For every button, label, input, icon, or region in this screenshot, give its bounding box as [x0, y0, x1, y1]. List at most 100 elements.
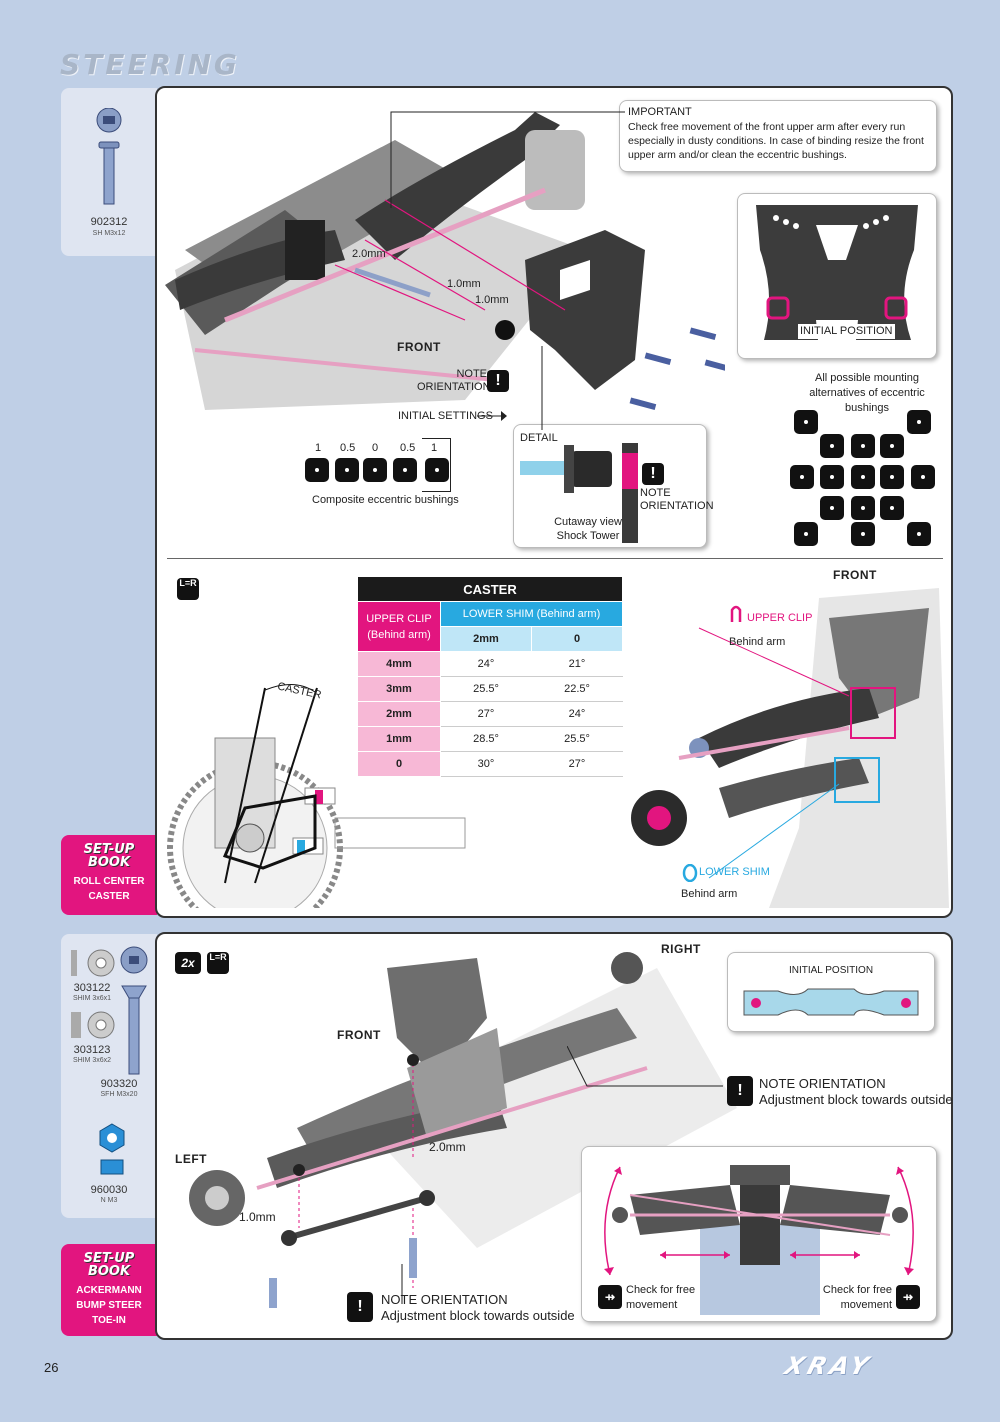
initial-position-label: INITIAL POSITION: [798, 324, 895, 339]
col-header: 0: [531, 626, 623, 652]
dimension-label: 1.0mm: [447, 278, 481, 290]
note-orientation-label: NOTE ORIENTATION: [417, 368, 491, 393]
detail-callout: DETAIL ! NOTE ORIENTATION Cutaway view S…: [513, 424, 714, 548]
shock-tower-plate: [756, 205, 918, 340]
exclamation-icon: !: [727, 1076, 753, 1106]
part-spec: SHIM 3x6x1: [72, 995, 112, 1002]
initial-position-label: INITIAL POSITION: [788, 965, 874, 976]
setup-item: CASTER: [88, 891, 130, 902]
nut-icon: [99, 1123, 125, 1175]
setup-item: ACKERMANN: [76, 1285, 142, 1296]
bushing-icon: [305, 458, 329, 482]
detail-caption-2: Shock Tower: [556, 530, 620, 542]
rotate-check-icon: ⇸: [896, 1285, 920, 1309]
part-code: 960030: [90, 1184, 128, 1196]
bushing-icon: [911, 465, 935, 489]
steering-plate: [743, 988, 919, 1016]
exclamation-icon: !: [347, 1292, 373, 1322]
parts-box-bottom: 303122 SHIM 3x6x1 303123 SHIM 3x6x2 9033…: [61, 934, 157, 1218]
note1-text: Adjustment block towards outside: [759, 1092, 953, 1107]
dimension-label: 1.0mm: [239, 1210, 276, 1224]
bushing-icon: [880, 465, 904, 489]
detail-caption-1: Cutaway view: [554, 516, 622, 528]
exclamation-icon: !: [487, 370, 509, 392]
detail-title: DETAIL: [520, 432, 558, 444]
initial-settings-label: INITIAL SETTINGS: [398, 410, 493, 422]
part-code: 902312: [90, 216, 128, 228]
important-text: Check free movement of the front upper a…: [628, 121, 924, 161]
col-header: 2mm: [440, 626, 532, 652]
upper-clip-header: UPPER CLIP (Behind arm): [357, 601, 441, 652]
quantity-badge: 2x: [175, 952, 201, 974]
bushing-icon: [335, 458, 359, 482]
bushing-icon: [790, 465, 814, 489]
bushing-value: 0.5: [400, 442, 416, 454]
part-code: 303122: [73, 982, 111, 994]
leader-line: [390, 111, 625, 208]
lower-shim-label: LOWER SHIM: [699, 866, 770, 878]
initial-settings-box: [422, 438, 451, 492]
exclamation-icon: !: [642, 463, 664, 485]
bushing-icon: [907, 522, 931, 546]
detail-note: NOTE ORIENTATION: [640, 487, 714, 512]
bushing-values: 1 0.5 0 0.5 1: [305, 442, 455, 456]
shim-1mm-icon: [71, 949, 115, 977]
bushing-icon: [880, 434, 904, 458]
upper-clip-sub: Behind arm: [729, 636, 786, 648]
bushing-value: 0.5: [340, 442, 356, 454]
bushing-icon: [363, 458, 387, 482]
bushing-icon: [820, 434, 844, 458]
assembly-panel-top: 2.0mm 1.0mm 1.0mm FRONT NOTE ORIENTATION…: [155, 86, 953, 918]
note2-title: NOTE ORIENTATION: [381, 1292, 508, 1307]
initial-position-callout: INITIAL POSITION: [727, 952, 935, 1032]
page-number: 26: [44, 1360, 59, 1375]
caster-front-arm-illustration: [631, 588, 949, 908]
check-left-text: Check for free movement: [626, 1284, 696, 1311]
front-label: FRONT: [337, 1028, 381, 1042]
arrow-right-icon: [477, 411, 507, 421]
setup-book-title: SET-UP BOOK: [83, 842, 135, 870]
left-right-same-icon: L=R: [207, 952, 229, 974]
bushing-icon: [425, 458, 449, 482]
important-title: IMPORTANT: [628, 106, 692, 118]
free-movement-callout: ⇸ Check for free movement ⇸ Check for fr…: [581, 1146, 937, 1322]
front-suspension-illustration: [165, 112, 725, 411]
cutaway-illustration: [520, 443, 638, 543]
leader-line: [401, 1264, 403, 1304]
mounting-text: All possible mounting alternatives of ec…: [809, 372, 925, 414]
parts-box-top: 902312 SH M3x12: [61, 88, 157, 256]
part-spec: SFH M3x20: [100, 1091, 138, 1098]
bushing-value: 0: [372, 442, 379, 454]
dimension-label: 2.0mm: [429, 1140, 466, 1154]
front-label: FRONT: [397, 340, 441, 354]
part-code: 303123: [73, 1044, 111, 1056]
part-spec: SH M3x12: [92, 230, 126, 237]
page-title: STEERING: [60, 48, 240, 81]
note1-title: NOTE ORIENTATION: [759, 1076, 886, 1091]
bushing-value: 1: [431, 442, 438, 454]
steering-linkage-illustration: [189, 952, 737, 1308]
bushing-icon: [907, 410, 931, 434]
right-label: RIGHT: [661, 942, 701, 956]
front-label: FRONT: [833, 568, 877, 582]
bushing-caption: Composite eccentric bushings: [312, 494, 459, 506]
shim-2mm-icon: [71, 1011, 115, 1039]
caster-table: CASTER UPPER CLIP (Behind arm) LOWER SHI…: [357, 576, 623, 777]
setup-item: BUMP STEER: [76, 1300, 142, 1311]
flat-screw-icon: [120, 946, 148, 1075]
section-divider: [167, 558, 943, 559]
bushing-icon: [851, 434, 875, 458]
rotate-check-icon: ⇸: [598, 1285, 622, 1309]
upper-clip-label: UPPER CLIP: [747, 612, 813, 624]
top-view-illustration: [604, 1165, 914, 1315]
leader-line: [541, 346, 543, 430]
clip-icon: [730, 605, 742, 622]
bushing-icon: [851, 496, 875, 520]
check-right-text: Check for free movement: [822, 1284, 892, 1311]
setup-book-bottom: SET-UP BOOK ACKERMANN BUMP STEER TOE-IN: [61, 1244, 157, 1336]
note2-text: Adjustment block towards outside: [381, 1308, 575, 1323]
